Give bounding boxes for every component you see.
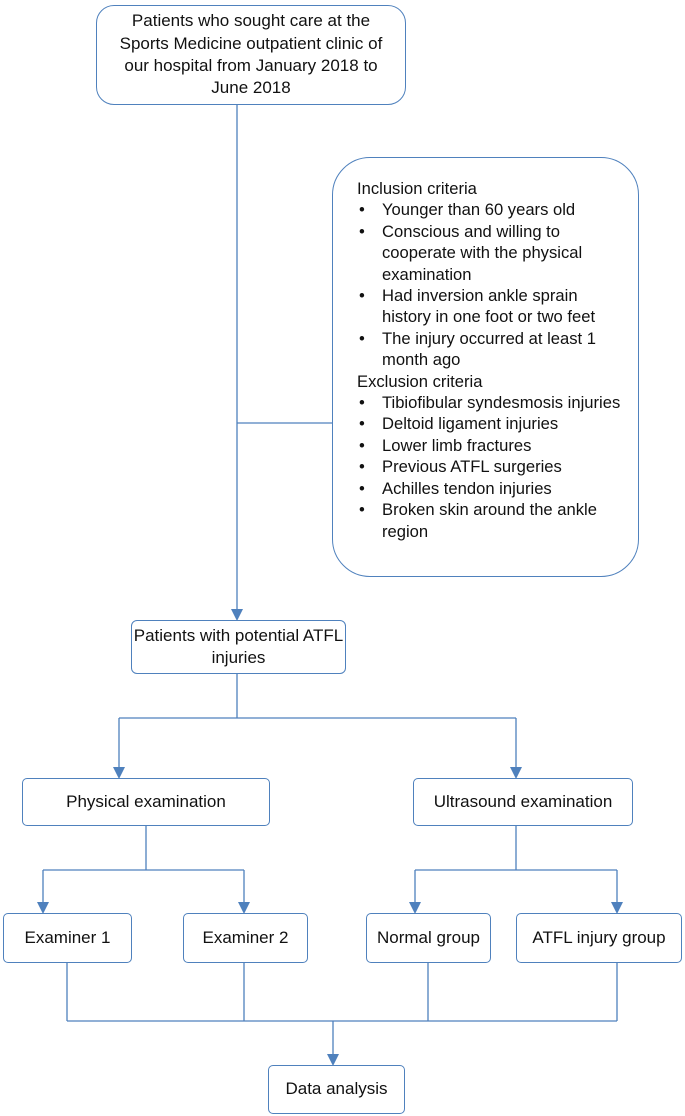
examiner-2-text: Examiner 2 bbox=[202, 927, 289, 947]
atfl-injury-group-box: ATFL injury group bbox=[516, 913, 682, 963]
start-text: Patients who sought care at the Sports M… bbox=[119, 11, 383, 98]
inclusion-item: Younger than 60 years old bbox=[357, 199, 626, 221]
exclusion-item: Deltoid ligament injuries bbox=[357, 413, 626, 435]
start-box: Patients who sought care at the Sports M… bbox=[96, 5, 406, 105]
inclusion-criteria-list: Younger than 60 years old Conscious and … bbox=[357, 199, 626, 370]
exclusion-item: Lower limb fractures bbox=[357, 435, 626, 457]
inclusion-item: Conscious and willing to cooperate with … bbox=[357, 221, 626, 285]
criteria-box: Inclusion criteria Younger than 60 years… bbox=[332, 157, 639, 577]
ultrasound-examination-box: Ultrasound examination bbox=[413, 778, 633, 826]
atfl-injury-group-text: ATFL injury group bbox=[532, 927, 666, 947]
exclusion-item: Achilles tendon injuries bbox=[357, 478, 626, 500]
examiner-1-text: Examiner 1 bbox=[24, 927, 111, 947]
inclusion-item: Had inversion ankle sprain history in on… bbox=[357, 285, 626, 328]
exclusion-item: Tibiofibular syndesmosis injuries bbox=[357, 392, 626, 414]
potential-atfl-text: Patients with potential ATFL injuries bbox=[133, 625, 344, 667]
data-analysis-text: Data analysis bbox=[285, 1079, 388, 1099]
exclusion-item: Previous ATFL surgeries bbox=[357, 456, 626, 478]
examiner-2-box: Examiner 2 bbox=[183, 913, 308, 963]
exclusion-criteria-list: Tibiofibular syndesmosis injuries Deltoi… bbox=[357, 392, 626, 542]
physical-examination-box: Physical examination bbox=[22, 778, 270, 826]
ultrasound-examination-text: Ultrasound examination bbox=[433, 791, 613, 811]
inclusion-item: The injury occurred at least 1 month ago bbox=[357, 328, 626, 371]
normal-group-box: Normal group bbox=[366, 913, 491, 963]
exclusion-criteria-title: Exclusion criteria bbox=[357, 371, 483, 391]
normal-group-text: Normal group bbox=[377, 927, 480, 947]
data-analysis-box: Data analysis bbox=[268, 1065, 405, 1114]
inclusion-criteria-title: Inclusion criteria bbox=[357, 179, 477, 198]
exclusion-item: Broken skin around the ankle region bbox=[357, 499, 626, 542]
examiner-1-box: Examiner 1 bbox=[3, 913, 132, 963]
physical-examination-text: Physical examination bbox=[66, 791, 226, 811]
potential-atfl-box: Patients with potential ATFL injuries bbox=[131, 620, 346, 674]
